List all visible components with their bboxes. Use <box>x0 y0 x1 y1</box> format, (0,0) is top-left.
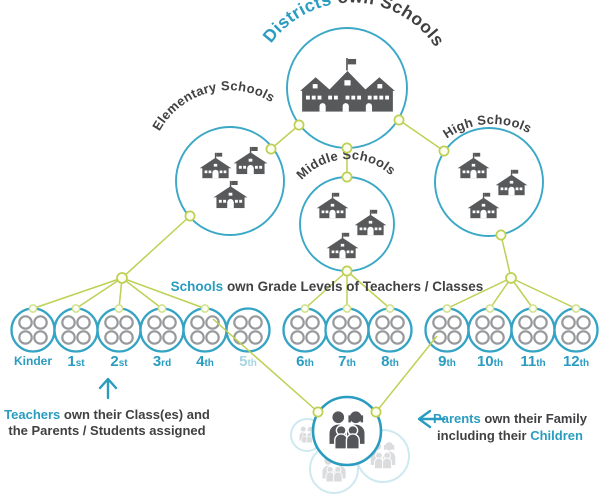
connector-node <box>184 210 196 222</box>
grade-label: 11th <box>520 353 545 370</box>
connector-node <box>485 304 495 313</box>
link-hub-9th <box>446 277 512 310</box>
link-hub-1st <box>75 277 123 310</box>
link-hub-kinder <box>32 277 123 310</box>
connector-node <box>442 304 452 313</box>
link-9th-family <box>375 335 438 413</box>
grade-label: 3rd <box>153 353 171 370</box>
connector-node <box>293 119 305 131</box>
link-hub-11th <box>510 277 534 309</box>
grade-circle-4th: 4th <box>182 307 228 370</box>
connector-node <box>341 171 353 183</box>
link-4th-family <box>212 318 319 413</box>
grade-circle-9th: 9th <box>424 307 470 370</box>
parents-note: Parents own their Family including their… <box>417 409 588 443</box>
arrow-up-icon <box>98 377 118 400</box>
link-middle-6th <box>304 270 348 310</box>
link-district-elementary <box>270 124 300 150</box>
connector-node <box>28 304 38 313</box>
grade-label: 4th <box>196 353 214 370</box>
connector-node <box>157 304 167 313</box>
connector-nodes <box>28 114 581 313</box>
connector-node <box>571 304 581 313</box>
grade-label: Kinder <box>14 354 52 368</box>
teachers-note-line1: Teachers own their Class(es) and <box>4 407 210 422</box>
grade-circle-2st: 2st <box>96 307 142 370</box>
link-hub-12th <box>510 277 577 310</box>
link-hub-10th <box>489 277 512 309</box>
connector-node <box>528 304 538 313</box>
connector-node <box>495 229 507 241</box>
grade-label: 7th <box>338 353 356 370</box>
link-hub-4th <box>121 277 206 310</box>
parents-note-line2: including their Children <box>437 428 583 443</box>
connector-node <box>114 304 124 313</box>
connector-node <box>312 406 324 418</box>
middle-schools-circle: Middle Schools <box>293 147 399 272</box>
connector-node <box>393 114 405 126</box>
grade-label: 5th <box>239 353 257 370</box>
grade-circle-10th: 10th <box>467 307 513 370</box>
family-cluster <box>290 395 410 494</box>
grade-circle-8th: 8th <box>367 307 413 370</box>
grade-circle-11th: 11th <box>510 307 556 370</box>
connector-node <box>370 406 382 418</box>
connector-node <box>200 304 210 313</box>
connector-hub <box>116 272 128 284</box>
connector-hub <box>505 272 517 284</box>
teachers-note-line2: the Parents / Students assigned <box>8 423 205 438</box>
grade-circle-kinder: Kinder <box>10 307 56 368</box>
connector-node <box>265 143 277 155</box>
connector-lines <box>32 119 577 310</box>
link-district-high <box>398 119 445 152</box>
grade-circle-12th: 12th <box>553 307 599 370</box>
teachers-note: Teachers own their Class(es) and the Par… <box>4 377 210 438</box>
link-elementary-hub <box>121 215 191 279</box>
grade-label: 8th <box>381 353 399 370</box>
grade-circle-3rd: 3rd <box>139 307 185 370</box>
grade-circle-6th: 6th <box>282 307 328 370</box>
grade-circle-7th: 7th <box>324 307 370 370</box>
connector-node <box>341 142 353 154</box>
district-circle: Districts own Schools <box>259 0 448 149</box>
grade-label: 6th <box>296 353 314 370</box>
grade-label: 12th <box>563 353 589 370</box>
high-schools-circle: High Schools <box>434 112 544 237</box>
parents-note-line1: Parents own their Family <box>433 411 588 426</box>
connector-node <box>71 304 81 313</box>
link-middle-8th <box>346 270 391 310</box>
grade-row: Kinder 1st 2st 3rd 4th 5th 6th 7th <box>10 307 599 370</box>
elementary-label: Elementary Schools <box>149 78 277 133</box>
link-high-hub <box>500 234 512 279</box>
high-ring <box>434 127 544 237</box>
connector-node <box>341 265 353 277</box>
connector-node <box>300 304 310 313</box>
connector-node <box>385 304 395 313</box>
grade-circle-1st: 1st <box>53 307 99 370</box>
grade-circle-5th: 5th <box>225 307 271 370</box>
connector-node <box>342 304 352 313</box>
grade-label: 9th <box>438 353 456 370</box>
connector-node <box>438 145 450 157</box>
elementary-schools-circle: Elementary Schools <box>149 78 285 236</box>
arrow-left-icon <box>417 409 446 429</box>
grade-label: 2st <box>110 353 128 370</box>
link-hub-3rd <box>121 277 163 310</box>
grade-label: 10th <box>477 353 503 370</box>
grade-label: 1st <box>67 353 85 370</box>
grades-caption: Schools own Grade Levels of Teachers / C… <box>171 279 484 294</box>
